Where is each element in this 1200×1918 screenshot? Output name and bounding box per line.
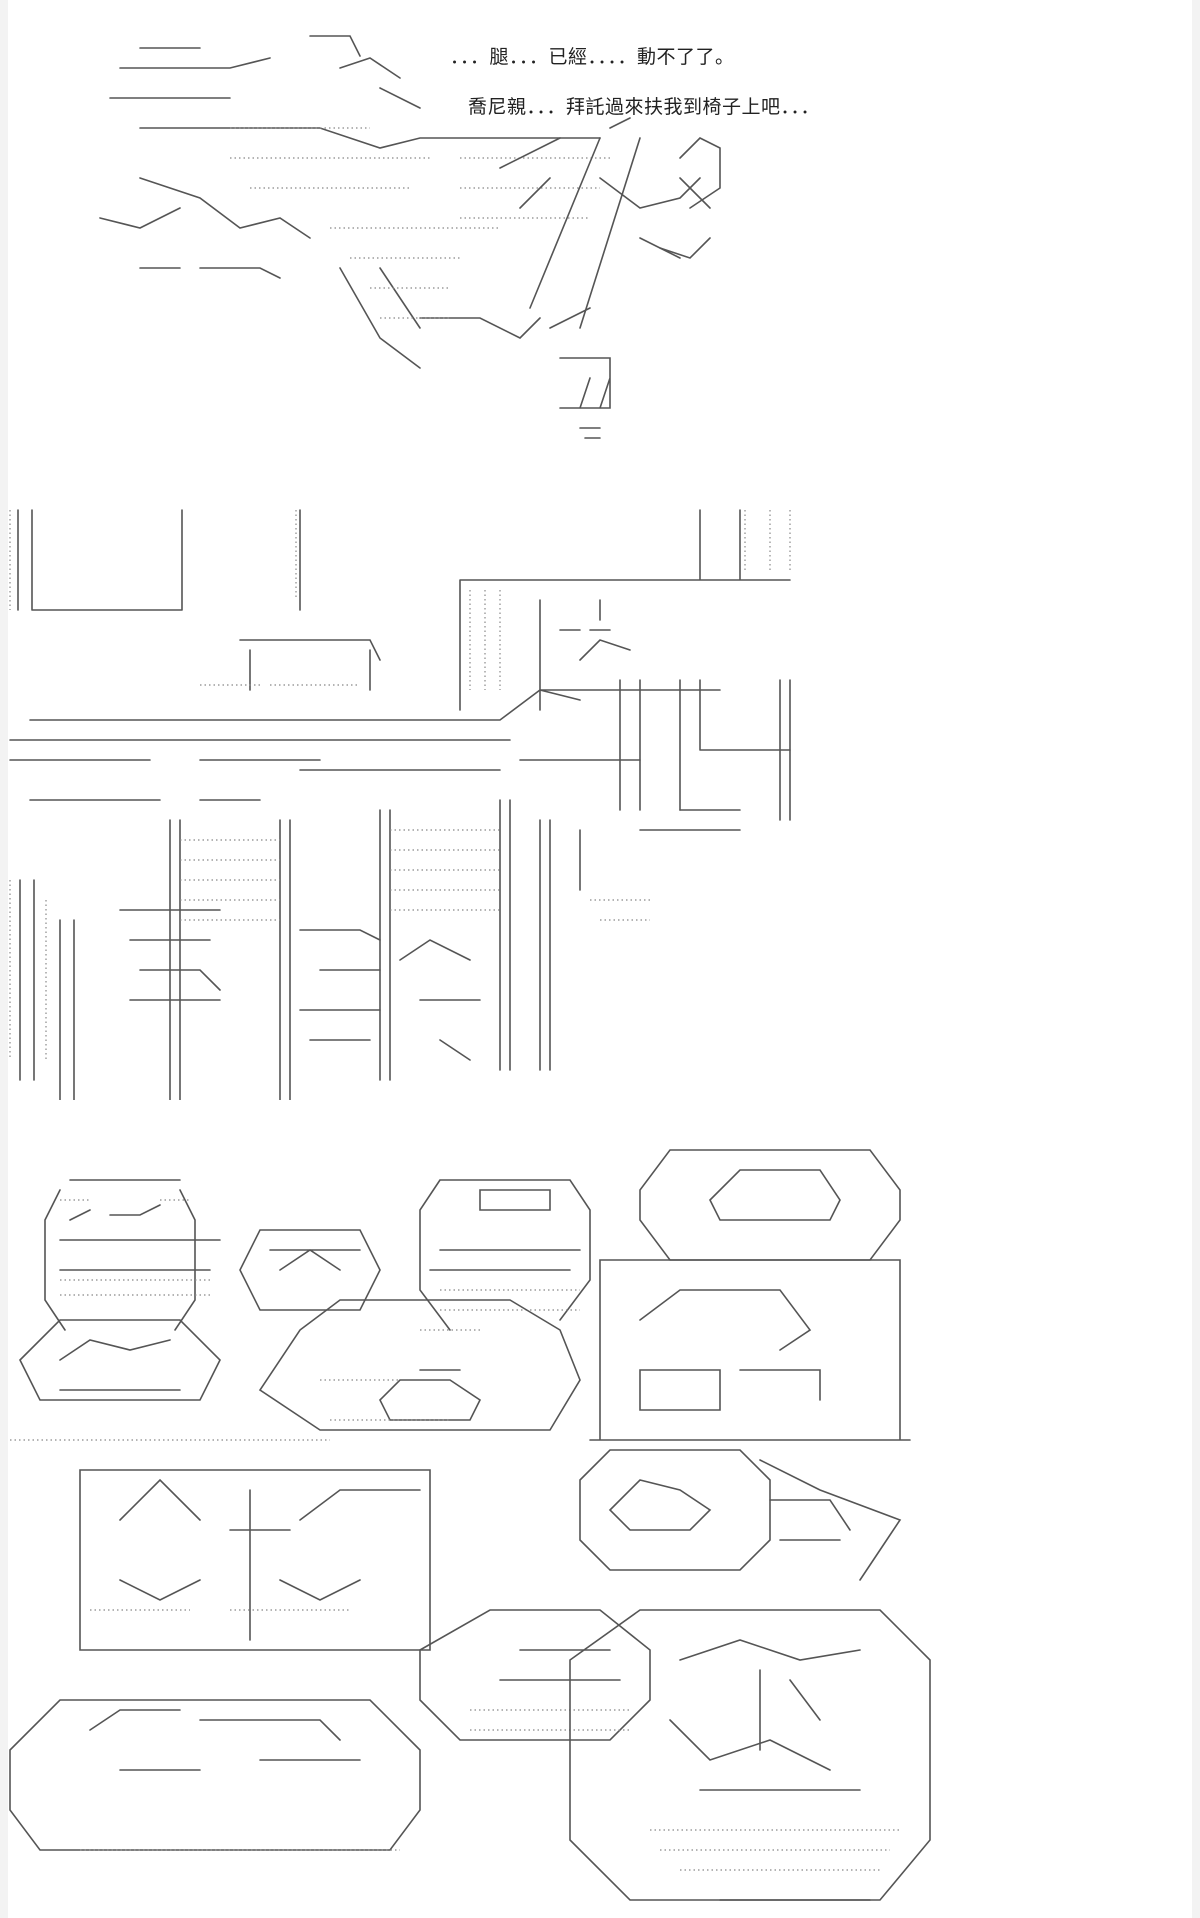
left-margin-strip bbox=[0, 0, 8, 1918]
dialogue-line-1: ．．．腿．．．已經．．．．動不了了。 bbox=[450, 46, 735, 68]
figure-on-floor-art bbox=[80, 28, 760, 448]
food-dishes-art bbox=[0, 1140, 960, 1910]
dialogue-line-2: 喬尼親．．．拜託過來扶我到椅子上吧．．． bbox=[468, 96, 821, 118]
right-margin-strip bbox=[1192, 0, 1200, 1918]
room-with-chairs-art bbox=[0, 500, 820, 1100]
